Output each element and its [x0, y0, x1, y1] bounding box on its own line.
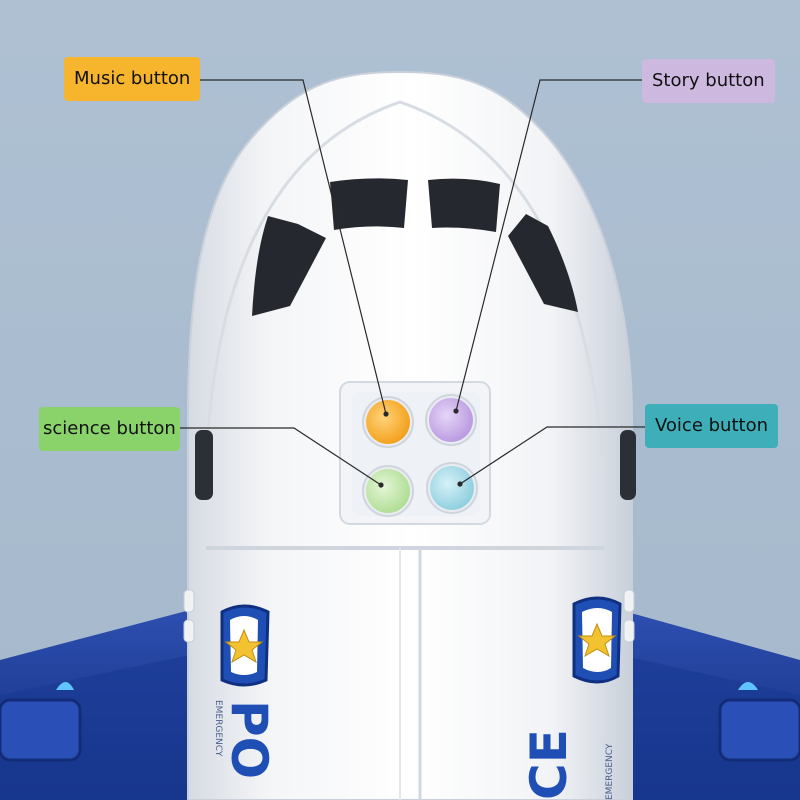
story-button[interactable]	[425, 394, 477, 446]
science-button-callout: science button	[39, 407, 180, 451]
science-callout-line	[175, 427, 382, 486]
music-callout-line	[198, 79, 387, 415]
science-button[interactable]	[362, 465, 414, 517]
livery-small-text-left: EMERGENCY	[213, 700, 223, 757]
button-panel	[339, 381, 491, 525]
police-badge-left	[220, 604, 270, 687]
story-callout-line	[455, 79, 642, 412]
voice-callout-line	[459, 426, 645, 485]
music-button[interactable]	[362, 396, 414, 448]
cockpit-window	[330, 178, 408, 230]
cockpit-window	[428, 178, 500, 232]
livery-small-text-right: EMERGENCY	[605, 743, 615, 800]
left-wing	[0, 610, 215, 800]
callout-lines	[175, 79, 645, 486]
livery-text-right: CE	[520, 729, 578, 800]
right-wing	[595, 610, 800, 800]
voice-button-callout: Voice button	[645, 404, 778, 448]
police-badge-right	[572, 596, 622, 684]
voice-button[interactable]	[426, 462, 478, 514]
callout-dots	[378, 408, 463, 488]
music-button-callout: Music button	[64, 57, 201, 101]
story-button-callout: Story button	[642, 59, 775, 103]
cockpit-window	[252, 216, 326, 316]
livery-text-left: PO	[220, 700, 278, 779]
cockpit-window	[508, 214, 578, 312]
